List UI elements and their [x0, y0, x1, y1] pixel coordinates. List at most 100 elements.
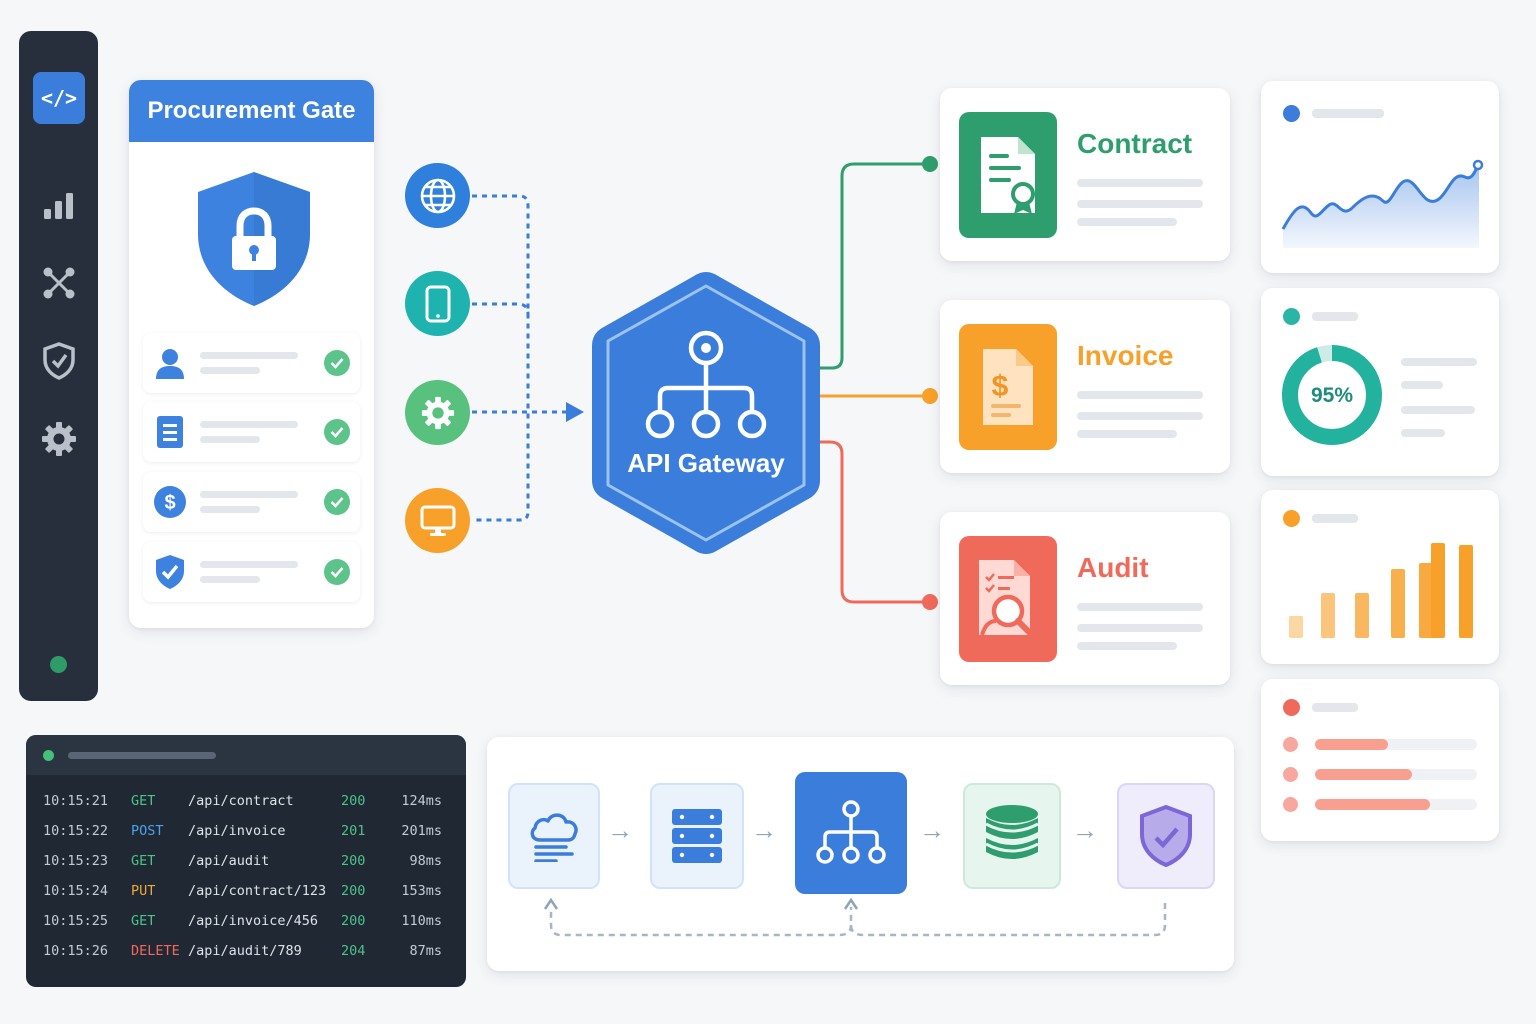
- log-path: /api/contract: [188, 793, 294, 809]
- globe-icon: [420, 178, 455, 213]
- log-method: POST: [131, 823, 164, 839]
- log-row: 10:15:23 GET/api/audit 200 98ms: [26, 847, 466, 877]
- progress-fill: [1315, 769, 1413, 780]
- sidebar-item-code[interactable]: </>: [33, 72, 85, 124]
- widget-dot: [1283, 510, 1300, 527]
- progress-track: [1315, 799, 1477, 810]
- bar: [1355, 593, 1369, 638]
- log-status: 204: [341, 943, 366, 959]
- log-time: 10:15:22: [43, 823, 109, 839]
- widget-dot: [1283, 105, 1300, 122]
- check-icon: [324, 350, 350, 376]
- service-title: Invoice: [1077, 340, 1174, 371]
- shield-check-icon: [43, 342, 75, 380]
- gateway-hub-icon: [816, 800, 886, 864]
- bar: [1321, 593, 1335, 638]
- log-time: 10:15:23: [43, 853, 109, 869]
- gear-icon: [42, 422, 76, 456]
- pipeline-node-gateway[interactable]: [795, 772, 907, 894]
- gear-icon: [421, 396, 454, 429]
- service-title: Contract: [1077, 128, 1193, 159]
- widget-bar-chart[interactable]: [1261, 490, 1499, 664]
- log-path: /api/audit/789: [188, 943, 302, 959]
- svg-text:$: $: [164, 492, 175, 514]
- invoice-dollar-icon: $: [959, 324, 1057, 450]
- sidebar-item-analytics[interactable]: [33, 180, 85, 232]
- log-duration: 98ms: [409, 853, 442, 869]
- sidebar-item-settings[interactable]: [33, 413, 85, 465]
- gateway-label: API Gateway: [627, 448, 785, 478]
- shield-check-icon: [153, 555, 187, 589]
- code-icon: </>: [40, 86, 78, 110]
- pipeline-node-security[interactable]: [1117, 783, 1215, 889]
- check-row-identity: [143, 333, 360, 393]
- log-status: 200: [341, 793, 366, 809]
- terminal-status-dot: [43, 750, 54, 761]
- pipeline-node-database[interactable]: [963, 783, 1061, 889]
- procurement-gate-card: Procurement Gate $: [129, 80, 374, 628]
- log-method: PUT: [131, 883, 156, 899]
- server-icon: [672, 809, 722, 863]
- client-mobile[interactable]: [405, 271, 470, 336]
- service-card-invoice[interactable]: $ Invoice: [940, 300, 1230, 473]
- pipeline-node-server[interactable]: [650, 783, 744, 889]
- progress-dot: [1283, 767, 1298, 782]
- log-status: 200: [341, 853, 366, 869]
- log-duration: 201ms: [401, 823, 442, 839]
- log-status: 201: [341, 823, 366, 839]
- widget-dot: [1283, 308, 1300, 325]
- arrow-right-icon: →: [1072, 815, 1098, 845]
- procurement-gate-title: Procurement Gate: [129, 80, 374, 142]
- shield-lock-icon: [198, 172, 310, 306]
- bar: [1391, 569, 1405, 638]
- log-method: GET: [131, 913, 156, 929]
- widget-progress-list[interactable]: [1261, 679, 1499, 841]
- pipeline-node-cloud[interactable]: [508, 783, 600, 889]
- bar: [1431, 543, 1445, 638]
- document-icon: [153, 415, 187, 449]
- progress-dot: [1283, 797, 1298, 812]
- widget-donut[interactable]: 95%: [1261, 288, 1499, 476]
- progress-fill: [1315, 739, 1388, 750]
- check-row-payment: $: [143, 472, 360, 532]
- api-gateway[interactable]: API Gateway: [588, 270, 824, 556]
- progress-track: [1315, 739, 1477, 750]
- cloud-icon: [530, 813, 578, 862]
- arrow-right-icon: →: [751, 815, 777, 845]
- client-desktop[interactable]: [405, 488, 470, 553]
- hierarchy-icon: [645, 330, 767, 439]
- mobile-icon: [425, 285, 450, 322]
- sparkline: [1281, 159, 1484, 248]
- log-status: 200: [341, 913, 366, 929]
- log-duration: 87ms: [409, 943, 442, 959]
- dollar-icon: $: [153, 485, 187, 519]
- client-service[interactable]: [405, 380, 470, 445]
- network-nodes-icon: [43, 267, 75, 299]
- log-path: /api/invoice/456: [188, 913, 319, 929]
- service-card-audit[interactable]: Audit: [940, 512, 1230, 685]
- service-card-contract[interactable]: Contract: [940, 88, 1230, 261]
- log-path: /api/contract/123: [188, 883, 327, 899]
- log-time: 10:15:21: [43, 793, 109, 809]
- sidebar: </>: [19, 31, 98, 701]
- log-duration: 153ms: [401, 883, 442, 899]
- pipeline-flow-card: → → → →: [487, 737, 1234, 971]
- donut-value: 95%: [1310, 384, 1354, 407]
- sidebar-item-security[interactable]: [33, 335, 85, 387]
- log-duration: 124ms: [401, 793, 442, 809]
- progress-track: [1315, 769, 1477, 780]
- status-indicator: [50, 656, 67, 673]
- log-path: /api/audit: [188, 853, 270, 869]
- check-row-security: [143, 542, 360, 602]
- log-status: 200: [341, 883, 366, 899]
- sidebar-item-network[interactable]: [33, 257, 85, 309]
- progress-dot: [1283, 737, 1298, 752]
- service-title: Audit: [1077, 552, 1149, 583]
- log-method: DELETE: [131, 943, 180, 959]
- log-method: GET: [131, 853, 156, 869]
- client-web[interactable]: [405, 163, 470, 228]
- widget-line-chart[interactable]: [1261, 81, 1499, 273]
